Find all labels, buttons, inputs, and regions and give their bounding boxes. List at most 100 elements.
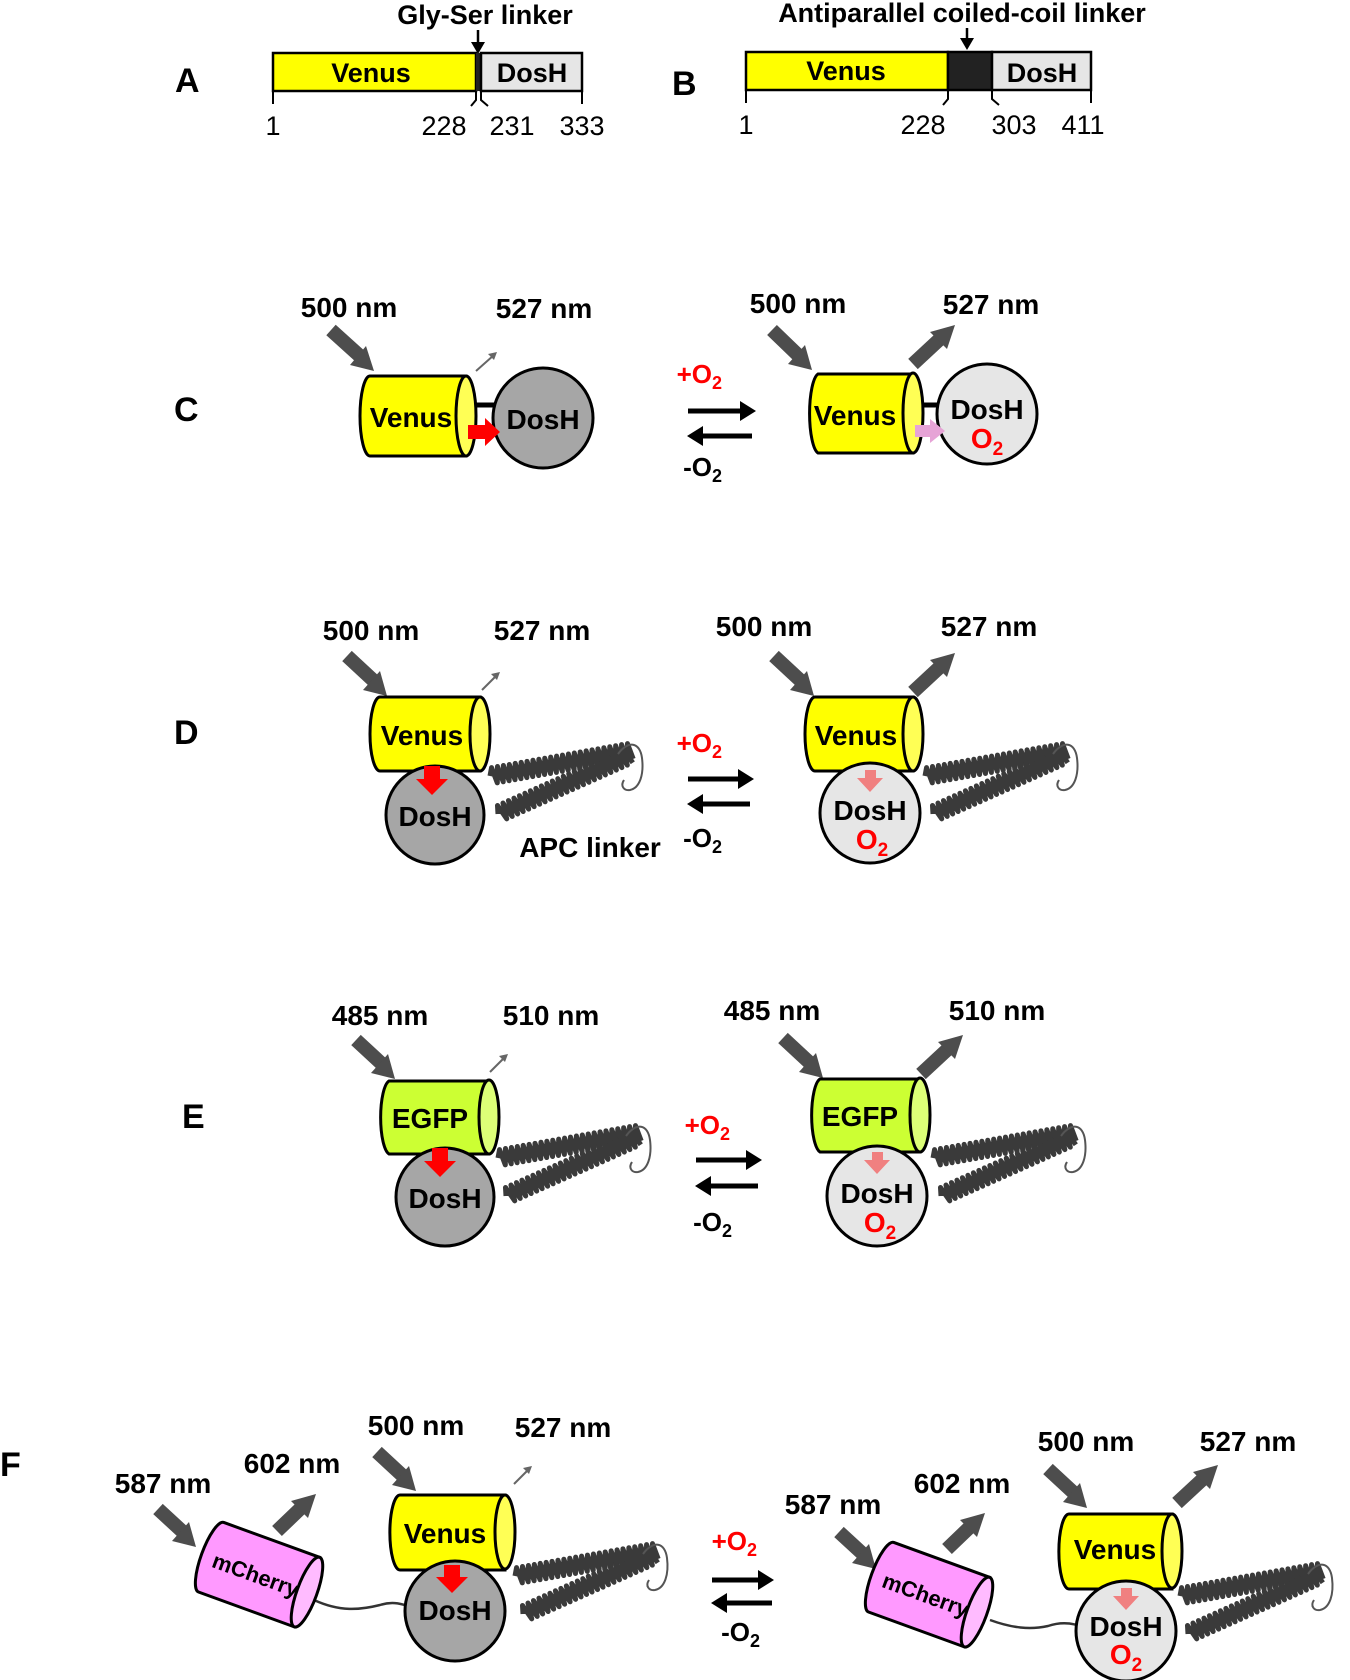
venus-label: Venus — [814, 400, 896, 431]
venus-barrel — [1057, 1512, 1174, 1591]
mcherry-barrel-end — [289, 1555, 325, 1629]
linker-pointer-arrowhead — [471, 42, 485, 54]
dosh-label: DosH — [418, 1595, 491, 1626]
excitation-arrowhead — [790, 671, 814, 696]
position-label-228: 228 — [421, 111, 466, 141]
strong-emission-arrow-shaft — [916, 1042, 954, 1080]
mcherry-emission-label: 602 nm — [914, 1468, 1011, 1499]
weak-emission-arrowhead — [488, 352, 497, 360]
venus-barrel — [808, 372, 915, 455]
venus-label: Venus — [1074, 1534, 1156, 1565]
excitation-arrow-shaft — [372, 1446, 409, 1483]
excitation-arrow-shaft — [767, 324, 805, 363]
mcherry-barrel: mCherry — [193, 1520, 325, 1629]
coiled-coil-linker-bar — [946, 50, 994, 92]
dosh-domain-bar — [479, 51, 584, 93]
mcherry-excitation-label: 587 nm — [785, 1489, 882, 1520]
position-label-228: 228 — [900, 110, 945, 140]
forward-arrowhead — [740, 401, 756, 421]
quench-arrow-red — [436, 1565, 468, 1593]
weak-emission-arrowhead — [491, 672, 500, 680]
mcherry-excitation-label: 587 nm — [115, 1468, 212, 1499]
excitation-arrow-shaft — [769, 650, 807, 688]
reverse-arrowhead — [695, 1176, 711, 1196]
venus-barrel-end — [468, 695, 492, 773]
venus-bar-label: Venus — [331, 58, 411, 88]
equilibrium-arrows: +O2 -O2 — [677, 359, 756, 486]
dosh-domain-deoxy — [491, 366, 595, 470]
egfp-barrel — [379, 1079, 491, 1156]
plus-o2-label: +O2 — [677, 359, 722, 393]
excitation-label: 500 nm — [368, 1410, 465, 1441]
tick-228 — [470, 91, 477, 107]
plus-o2-label: +O2 — [712, 1526, 757, 1560]
minus-o2-label: -O2 — [693, 1207, 732, 1241]
venus-barrel — [388, 1493, 507, 1572]
excitation-arrowhead — [363, 671, 387, 696]
forward-arrowhead — [758, 1570, 774, 1590]
excitation-arrowhead — [371, 1054, 395, 1079]
dosh-label: DosH — [1089, 1611, 1162, 1642]
tick-303 — [991, 90, 1000, 106]
egfp-barrel-end — [477, 1078, 501, 1156]
excitation-label: 485 nm — [724, 995, 821, 1026]
strong-emission-arrow-shaft — [1172, 1472, 1209, 1509]
mcherry-barrel-body — [193, 1520, 322, 1629]
emission-label: 527 nm — [941, 611, 1038, 642]
deoxy-state: 485 nm 510 nm EGFP DosH — [332, 1000, 651, 1248]
forward-arrowhead — [738, 769, 754, 789]
bound-o2-label: O2 — [864, 1207, 896, 1244]
apc-linker-helices — [924, 743, 1078, 821]
position-label-303: 303 — [991, 110, 1036, 140]
deoxy-state: 587 nm 602 nm mCherry 500 nm 527 nm Venu… — [115, 1410, 668, 1663]
emission-label: 527 nm — [943, 289, 1040, 320]
strong-emission-arrowhead — [930, 325, 955, 349]
oxy-state: 500 nm 527 nm Venus DosH O2 — [750, 288, 1040, 466]
dosh-label: DosH — [950, 394, 1023, 425]
dosh-label: DosH — [840, 1178, 913, 1209]
oxy-state: 587 nm 602 nm mCherry 500 nm 527 nm Venu… — [785, 1426, 1333, 1680]
forward-arrowhead — [746, 1150, 762, 1170]
excitation-arrow-shaft — [351, 1034, 388, 1071]
panel-b: B Antiparallel coiled-coil linker Venus … — [672, 0, 1146, 140]
position-label-1: 1 — [738, 110, 753, 140]
panel-e-letter: E — [182, 1098, 205, 1136]
panel-c-letter: C — [174, 391, 199, 429]
quench-arrow-red — [416, 766, 448, 795]
dosh-domain-oxy — [818, 761, 922, 865]
excitation-arrow-shaft — [1043, 1463, 1080, 1500]
venus-label: Venus — [404, 1518, 486, 1549]
dosh-label: DosH — [398, 801, 471, 832]
dosh-label: DosH — [506, 404, 579, 435]
emission-label: 527 nm — [496, 293, 593, 324]
apc-pointer-arrowhead — [960, 38, 974, 50]
strong-emission-arrowhead — [930, 653, 955, 677]
oxy-state: 500 nm 527 nm Venus DosH O2 — [716, 611, 1078, 865]
excitation-arrowhead — [350, 346, 374, 371]
mcherry-emission-arrowhead — [960, 1513, 985, 1537]
venus-barrel-end — [901, 695, 925, 773]
panel-a-letter: A — [175, 62, 200, 100]
bound-o2-label: O2 — [1110, 1639, 1142, 1676]
excitation-arrow-shaft — [778, 1032, 816, 1070]
plus-o2-label: +O2 — [677, 728, 722, 762]
bound-o2-label: O2 — [971, 423, 1003, 460]
venus-barrel — [358, 374, 468, 458]
panel-a: A Gly-Ser linker Venus DosH 1 228 231 33… — [175, 0, 605, 141]
mcherry-emission-arrow-shaft — [272, 1501, 307, 1537]
apc-linker-helices — [932, 1125, 1086, 1203]
mcherry-excitation-arrowhead — [852, 1544, 876, 1569]
reverse-arrowhead — [687, 426, 703, 446]
tick-228 — [942, 90, 949, 106]
excitation-arrow-shaft — [342, 650, 380, 688]
mcherry-excitation-arrow-shaft — [153, 1503, 189, 1539]
venus-label: Venus — [815, 720, 897, 751]
plus-o2-label: +O2 — [685, 1110, 730, 1144]
excitation-label: 500 nm — [716, 611, 813, 642]
panel-b-letter: B — [672, 65, 697, 103]
venus-bar-label: Venus — [806, 56, 886, 86]
dosh-domain-oxy — [1074, 1579, 1178, 1680]
panel-d-letter: D — [174, 714, 199, 752]
minus-o2-label: -O2 — [683, 823, 722, 857]
emission-label: 527 nm — [494, 615, 591, 646]
